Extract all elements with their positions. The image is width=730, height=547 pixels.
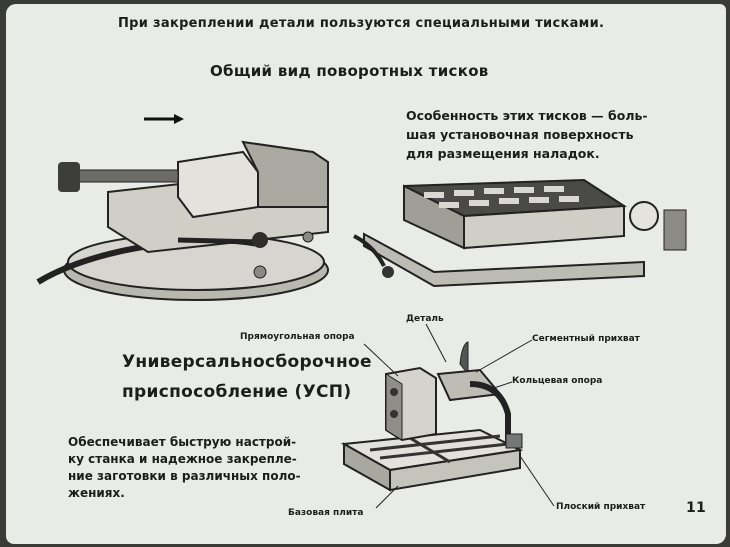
label-flat-clamp: Плоский прихват — [556, 502, 646, 512]
usp-desc-line-4: жениях. — [68, 486, 125, 500]
label-detail: Деталь — [406, 314, 444, 324]
feature-text: Особенность этих тисков — боль- шая уста… — [406, 106, 706, 163]
usp-description: Обеспечивает быструю настрой- ку станка … — [68, 434, 338, 502]
label-segment-clamp: Сегментный прихват — [532, 334, 640, 344]
swivel-vise-illustration — [36, 140, 329, 301]
usp-fixture-illustration — [340, 341, 524, 492]
arrow-icon — [144, 114, 184, 124]
usp-desc-line-1: Обеспечивает быструю настрой- — [68, 435, 297, 449]
header-note: При закреплении детали пользуются специа… — [118, 16, 605, 31]
label-base-plate: Базовая плита — [288, 508, 364, 518]
label-rect-support: Прямоугольная опора — [240, 332, 355, 342]
usp-desc-line-2: ку станка и надежное закрепле- — [68, 452, 297, 466]
page-number: 11 — [686, 500, 707, 516]
filmstrip-frame: При закреплении детали пользуются специа… — [6, 4, 726, 544]
usp-desc-line-3: ние заготовки в различных поло- — [68, 469, 301, 483]
callout-lines — [363, 323, 555, 509]
usp-title-line2: приспособление (УСП) — [122, 382, 352, 402]
feature-line-1: Особенность этих тисков — боль- — [406, 108, 648, 123]
usp-title-line1: Универсальносборочное — [122, 352, 372, 372]
feature-line-3: для размещения наладок. — [406, 146, 600, 161]
universal-table-illustration — [353, 178, 687, 288]
vise-title: Общий вид поворотных тисков — [210, 62, 489, 80]
label-ring-support: Кольцевая опора — [512, 376, 603, 386]
feature-line-2: шая установочная поверхность — [406, 127, 634, 142]
